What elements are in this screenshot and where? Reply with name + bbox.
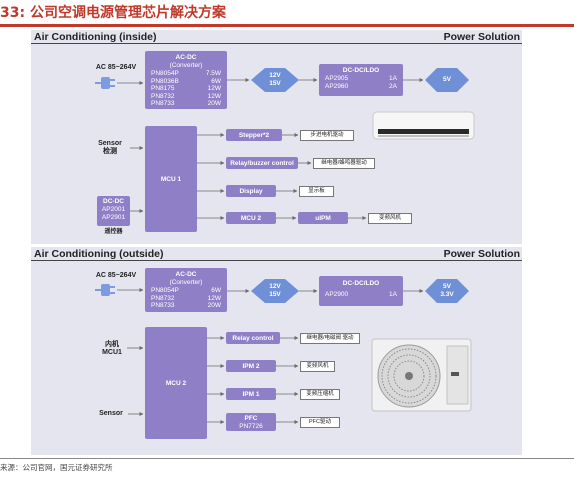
inside-rail-5v-arrow — [425, 68, 469, 92]
outside-out-vf-fan: 变频风机 — [300, 361, 335, 372]
source-note: 来源：公司官网，国元证券研究所 — [0, 463, 113, 472]
inside-remote-label: 遥控器 — [104, 229, 123, 235]
inside-rail-12v-arrow — [251, 68, 299, 92]
outside-mcu2-block: MCU 2 — [145, 327, 207, 439]
inside-block-display: Display — [226, 185, 276, 197]
inside-out-vf-fan: 变频风机 — [368, 213, 412, 224]
outside-plug-icon — [93, 281, 117, 299]
inside-mcu1-block: MCU 1 — [145, 126, 197, 232]
inside-out-stepper-driver: 步进电机驱动 — [300, 130, 354, 141]
inside-acdc-subtitle: (Converter) — [169, 62, 203, 69]
outside-out-vf-compressor: 变频压缩机 — [300, 389, 340, 400]
outside-out-relay-valve-driver: 继电器/电磁阀 驱动 — [300, 333, 360, 344]
inside-out-display-board: 显示板 — [299, 186, 334, 197]
inside-rule — [31, 43, 522, 44]
outside-title: Air Conditioning (outside) — [34, 248, 164, 260]
inside-title: Air Conditioning (inside) — [34, 31, 157, 43]
figure-title: 33: 公司空调电源管理芯片解决方案 — [0, 5, 226, 21]
inside-acdc-title: AC-DC — [175, 54, 197, 61]
inside-dcdc-title: DC-DC/LDO — [342, 67, 380, 74]
inside-block-stepper: Stepper*2 — [226, 129, 282, 141]
inside-out-relay-buzzer-driver: 继电器/蜂鸣器驱动 — [313, 158, 375, 169]
outside-ac-input-label: AC 85~264V — [95, 272, 137, 279]
inside-block-uipm: uIPM — [298, 212, 348, 224]
outside-block-ipm2: IPM 2 — [226, 360, 276, 372]
outside-block-relay: Relay control — [226, 332, 280, 344]
outdoor-unit-image — [371, 338, 473, 413]
outside-sensor-label: Sensor — [99, 410, 123, 417]
inside-ac-input-label: AC 85~264V — [95, 64, 137, 71]
inside-rail-5v-label: 5V — [443, 76, 451, 83]
title-rule — [0, 24, 574, 27]
inside-block-mcu2: MCU 2 — [226, 212, 276, 224]
outside-rule — [31, 260, 522, 261]
outside-power-solution: Power Solution — [443, 248, 520, 260]
inside-block-relay-buzzer: Relay/buzzer control — [226, 157, 298, 169]
inside-power-solution: Power Solution — [443, 31, 520, 43]
outside-out-pfc-driver: PFC驱动 — [300, 417, 340, 428]
outside-rail-12v-arrow — [251, 279, 299, 303]
outside-block-pfc: PFC PN7726 — [226, 413, 276, 431]
footer-rule — [0, 458, 574, 459]
outside-rail-5v-arrow — [425, 279, 469, 303]
inside-remote-dcdc-block: DC-DC AP2001 AP2901 — [97, 196, 130, 226]
indoor-unit-image — [372, 111, 475, 141]
outside-block-ipm1: IPM 1 — [226, 388, 276, 400]
inside-plug-icon — [93, 74, 117, 92]
